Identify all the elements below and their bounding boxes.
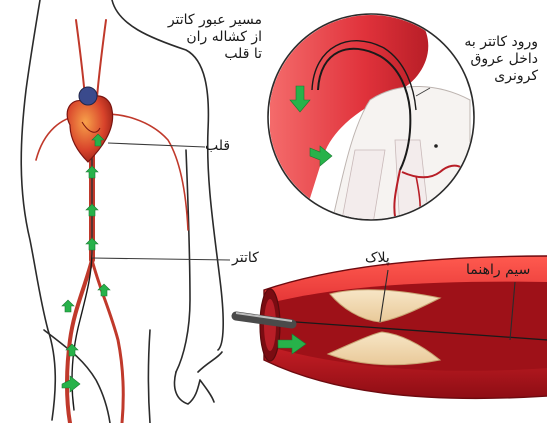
heart bbox=[67, 87, 112, 162]
label-catheter: کاتتر bbox=[232, 250, 259, 267]
arrow-up-icon bbox=[62, 300, 74, 312]
arrow-up-icon bbox=[86, 238, 98, 250]
label-line: از کشاله ران bbox=[112, 29, 262, 46]
leader-lines bbox=[92, 143, 230, 260]
label-catheter-route: مسیر عبور کاتتر از کشاله ران تا قلب bbox=[112, 12, 262, 63]
label-line: داخل عروق bbox=[420, 51, 538, 68]
arrow-right-icon bbox=[62, 376, 80, 392]
label-line: تا قلب bbox=[112, 46, 262, 63]
arrow-up-icon bbox=[86, 204, 98, 216]
flow-arrows-body bbox=[62, 134, 110, 392]
label-plaque: پلاک bbox=[365, 250, 390, 267]
label-line: ورود کاتتر به bbox=[420, 34, 538, 51]
label-line: مسیر عبور کاتتر bbox=[112, 12, 262, 29]
arrow-up-icon bbox=[86, 166, 98, 178]
label-heart: قلب bbox=[205, 138, 230, 155]
label-line: کرونری bbox=[420, 68, 538, 85]
arterial-tree bbox=[36, 20, 188, 423]
label-coronary-entry: ورود کاتتر به داخل عروق کرونری bbox=[420, 34, 538, 85]
label-guidewire: سیم راهنما bbox=[466, 262, 530, 279]
